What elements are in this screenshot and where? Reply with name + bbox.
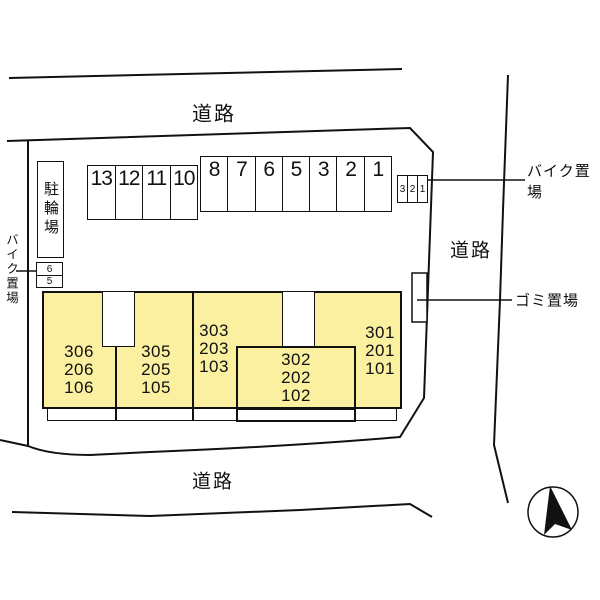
road-label-right: 道路 [449, 240, 493, 262]
bike-space: 6 [37, 263, 62, 276]
bike-spaces-right: 3 2 1 [397, 175, 428, 203]
road-top-outer-line [8, 68, 403, 79]
bike-space: 5 [46, 276, 53, 287]
parking-space: 2 [336, 157, 363, 211]
parking-space: 11 [142, 166, 170, 219]
unit-302-front-strip [236, 408, 356, 422]
stairwell-west [102, 291, 135, 347]
parking-space: 12 [114, 166, 143, 219]
unit-divider [114, 345, 117, 420]
parking-row-upper: 13 12 11 10 [87, 165, 198, 220]
garbage-area-label: ゴミ置場 [515, 292, 580, 310]
bike-space: 1 [417, 176, 427, 202]
unit-302-outline [236, 346, 356, 409]
unit-306-label: 306 206 106 [64, 342, 94, 397]
road-bottom-outer-line [11, 502, 433, 518]
unit-302-label: 302 202 102 [281, 350, 311, 405]
parking-space: 7 [227, 157, 254, 211]
property-boundary-line [0, 126, 435, 457]
unit-301-label: 301 201 101 [365, 323, 395, 378]
road-right-outer-line [492, 74, 509, 504]
unit-305-label: 305 205 105 [141, 342, 171, 397]
parking-space: 13 [90, 167, 113, 190]
bicycle-shed-label: 駐輪場 [42, 181, 59, 238]
road-label-top: 道路 [192, 103, 236, 126]
road-label-bottom: 道路 [191, 471, 235, 493]
parking-space: 10 [169, 166, 198, 219]
stairwell-east [282, 291, 315, 347]
parking-space: 3 [309, 157, 336, 211]
parking-space: 8 [208, 158, 221, 181]
unit-303-label: 303 203 103 [199, 321, 229, 376]
parking-row-main: 8 7 6 5 3 2 1 [200, 156, 392, 212]
compass-north-arrow-icon [527, 486, 579, 538]
parking-space: 6 [254, 157, 282, 211]
bike-storage-left-label: バイク置場 [4, 233, 18, 306]
bike-space: 2 [407, 176, 417, 202]
bicycle-shed-box: 駐輪場 [37, 161, 64, 258]
parking-space: 5 [281, 157, 309, 211]
parking-space: 1 [363, 157, 391, 211]
bike-storage-right-label: バイク置場 [527, 163, 591, 201]
bike-space: 3 [399, 183, 406, 195]
unit-divider [191, 291, 194, 420]
garbage-area-box [411, 272, 428, 323]
bike-spaces-left: 6 5 [36, 262, 63, 288]
